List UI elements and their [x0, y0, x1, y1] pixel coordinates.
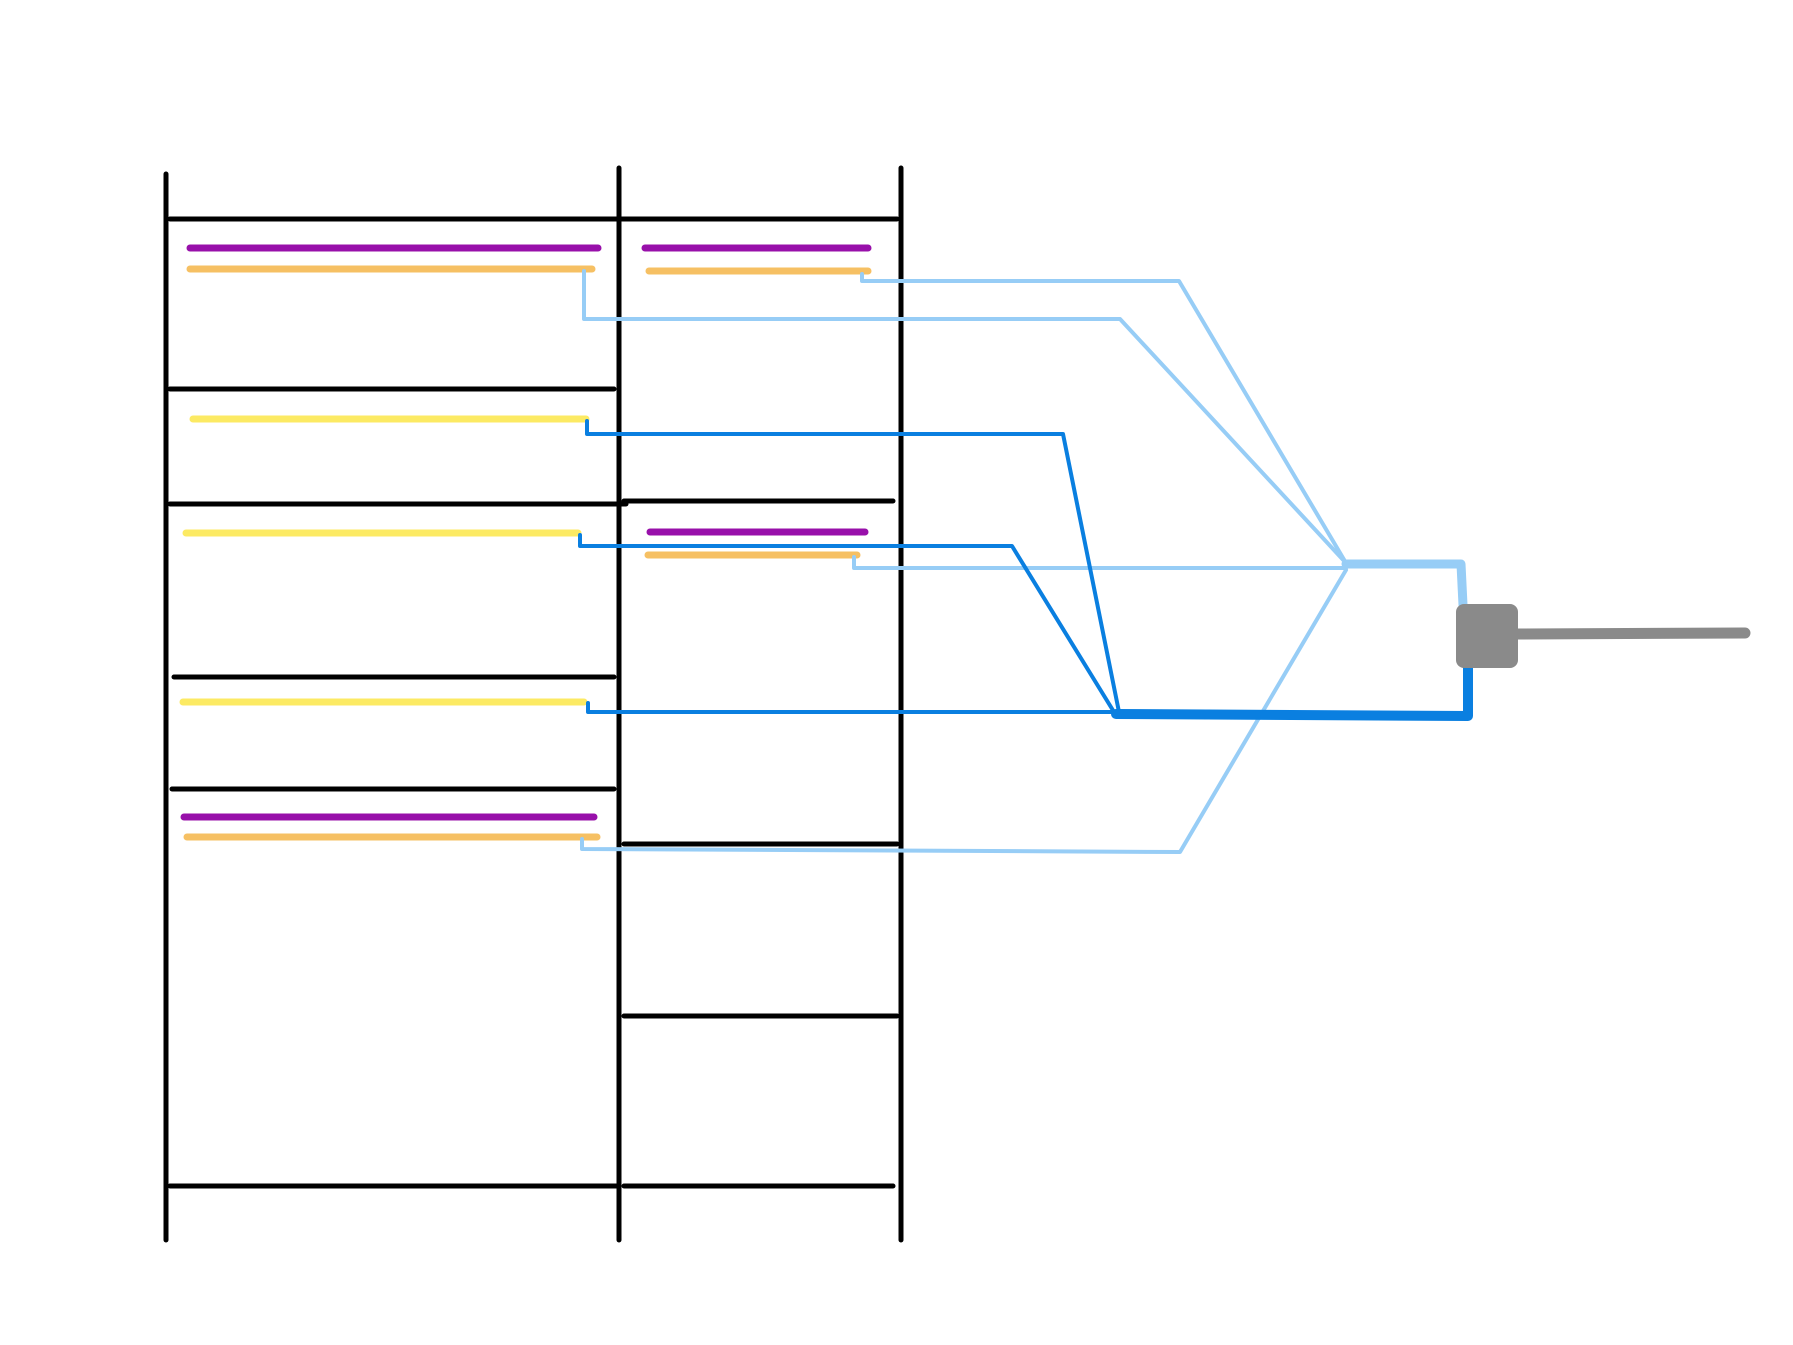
- dark-blue-wire-1: [585, 419, 1121, 714]
- connector-body: [1456, 604, 1518, 668]
- dark-blue-wire-3: [586, 701, 1118, 714]
- light-blue-wire-1: [582, 269, 1348, 565]
- dark-blue-bus: [1111, 651, 1473, 721]
- light-strips: [179, 244, 872, 841]
- dark-blue-wires: [578, 419, 1473, 721]
- light-blue-wire-2: [860, 272, 1348, 565]
- light-blue-wire-3: [852, 555, 1348, 570]
- connector-lead: [1506, 627, 1751, 640]
- power-connector: [1456, 604, 1751, 668]
- dark-blue-wire-2: [578, 533, 1116, 714]
- shelving-frame: [163, 165, 904, 1243]
- light-blue-bus: [1341, 559, 1468, 610]
